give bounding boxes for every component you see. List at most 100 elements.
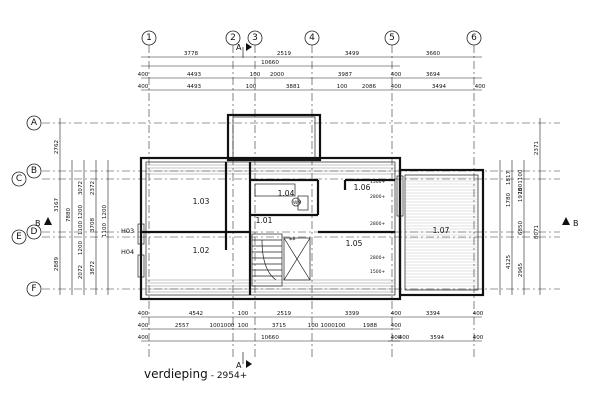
- row-bubble-D: D: [26, 224, 42, 240]
- svg-text:100: 100: [250, 72, 261, 78]
- svg-text:1100: 1100: [102, 222, 108, 237]
- svg-text:7880: 7880: [66, 207, 72, 222]
- svg-text:3: 3: [252, 33, 258, 43]
- room-label-1.03: 1.03: [193, 197, 210, 206]
- svg-text:1988: 1988: [363, 323, 378, 329]
- section-marker-left: B: [35, 217, 52, 228]
- floor-name: verdieping: [144, 367, 208, 381]
- svg-text:400: 400: [138, 335, 149, 341]
- column-bubble-3: 3: [247, 30, 263, 46]
- svg-text:4: 4: [309, 33, 315, 43]
- svg-text:B: B: [31, 166, 37, 176]
- svg-text:1000100: 1000100: [321, 323, 346, 329]
- svg-text:A: A: [31, 118, 38, 128]
- svg-text:B: B: [573, 219, 579, 228]
- svg-text:2072: 2072: [78, 265, 84, 279]
- svg-text:100: 100: [238, 323, 249, 329]
- svg-text:2965: 2965: [518, 262, 524, 277]
- column-bubble-2: 2: [225, 30, 241, 46]
- svg-text:3399: 3399: [345, 311, 360, 317]
- top-dimensions: 3778 2519 3499 3660 10660 400 4493 100 2…: [138, 51, 486, 91]
- svg-text:10660: 10660: [261, 60, 279, 66]
- column-bubble-1: 1: [141, 30, 157, 46]
- room-label-1.01: 1.01: [256, 216, 273, 225]
- svg-text:400: 400: [391, 84, 402, 90]
- dormer-top: [226, 113, 322, 162]
- svg-text:400: 400: [391, 311, 402, 317]
- svg-text:400: 400: [473, 335, 484, 341]
- svg-text:E: E: [16, 232, 22, 242]
- svg-text:2557: 2557: [175, 323, 190, 329]
- svg-text:1200: 1200: [78, 204, 84, 219]
- room-label-1.02: 1.02: [193, 246, 210, 255]
- svg-text:3778: 3778: [184, 51, 199, 57]
- svg-text:3987: 3987: [338, 72, 353, 78]
- svg-text:1001000: 1001000: [210, 323, 235, 329]
- svg-text:400: 400: [391, 323, 402, 329]
- room-label-1.06: 1.06: [354, 183, 371, 192]
- window-left-upper: [137, 223, 145, 245]
- svg-text:400: 400: [475, 84, 486, 90]
- section-marker-bottom: A: [236, 352, 252, 370]
- window-left-lower: [137, 254, 145, 278]
- room-label-1.04: 1.04: [278, 189, 295, 198]
- room-label-1.05: 1.05: [346, 239, 363, 248]
- left-dimensions: 2762 3167 7880 2889 3072 1200 1100 1200 …: [54, 118, 109, 295]
- svg-text:400: 400: [138, 72, 149, 78]
- svg-text:2372: 2372: [90, 181, 96, 195]
- svg-text:400: 400: [473, 311, 484, 317]
- elevation-note: 1500+: [370, 179, 385, 185]
- svg-text:F: F: [31, 284, 36, 294]
- right-extension: [398, 168, 485, 297]
- svg-text:1978: 1978: [518, 187, 524, 202]
- elevation-note: 2800+: [370, 194, 385, 200]
- window-right: [396, 175, 404, 217]
- svg-text:400: 400: [138, 311, 149, 317]
- svg-text:2086: 2086: [362, 84, 377, 90]
- floor-level: - 2954+: [210, 371, 248, 381]
- svg-text:2: 2: [230, 33, 236, 43]
- bottom-dimensions: 400 4542 100 2519 3399 400 3394 400 400 …: [138, 311, 484, 342]
- svg-text:1: 1: [146, 33, 152, 43]
- svg-text:8071: 8071: [534, 224, 540, 239]
- svg-text:A: A: [236, 361, 242, 370]
- svg-text:2762: 2762: [54, 140, 60, 154]
- interior-walls: [141, 162, 395, 295]
- svg-text:1780: 1780: [506, 192, 512, 207]
- svg-text:4125: 4125: [506, 254, 512, 269]
- svg-text:1001100: 1001100: [518, 169, 524, 194]
- svg-text:4493: 4493: [187, 72, 202, 78]
- roof-hatch: [146, 161, 478, 296]
- washing-machine-label: WM: [293, 200, 301, 206]
- svg-text:3494: 3494: [432, 84, 447, 90]
- svg-text:2519: 2519: [277, 311, 292, 317]
- svg-text:3394: 3394: [426, 311, 441, 317]
- row-bubble-C: C: [11, 171, 27, 187]
- svg-text:5: 5: [389, 33, 395, 43]
- window-code-H03: H03: [121, 227, 134, 235]
- svg-text:3072: 3072: [78, 181, 84, 195]
- svg-text:3872: 3872: [90, 261, 96, 275]
- svg-text:1200: 1200: [78, 240, 84, 255]
- svg-text:3694: 3694: [426, 72, 441, 78]
- svg-text:100: 100: [238, 311, 249, 317]
- svg-text:400: 400: [138, 84, 149, 90]
- svg-text:400: 400: [399, 335, 410, 341]
- svg-text:2519: 2519: [277, 51, 292, 57]
- row-bubble-E: E: [11, 229, 27, 245]
- svg-text:3708: 3708: [90, 217, 96, 232]
- svg-text:D: D: [31, 227, 38, 237]
- svg-text:6850: 6850: [518, 220, 524, 235]
- svg-text:3499: 3499: [345, 51, 360, 57]
- elevation-note: 2800+: [370, 255, 385, 261]
- svg-text:3660: 3660: [426, 51, 441, 57]
- svg-text:1200: 1200: [102, 204, 108, 219]
- svg-text:B: B: [35, 219, 41, 228]
- svg-text:2889: 2889: [54, 256, 60, 271]
- svg-text:400: 400: [138, 323, 149, 329]
- svg-text:100: 100: [308, 323, 319, 329]
- svg-text:C: C: [16, 174, 22, 184]
- row-bubble-A: A: [26, 115, 42, 131]
- svg-text:100: 100: [337, 84, 348, 90]
